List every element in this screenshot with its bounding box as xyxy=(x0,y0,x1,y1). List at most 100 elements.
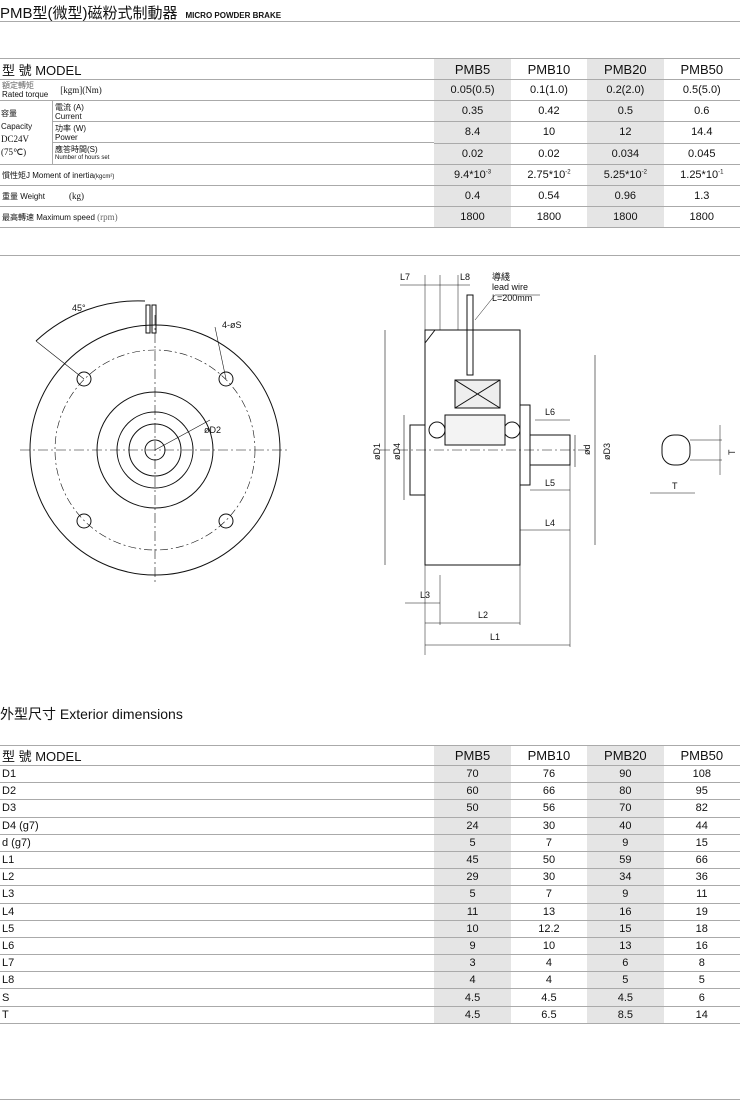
cell: 16 xyxy=(587,903,664,921)
unit: (kg) xyxy=(68,190,84,201)
cell: 13 xyxy=(510,903,588,921)
cell: 1800 xyxy=(663,206,740,228)
l6-label: L6 xyxy=(545,407,555,417)
dimension-drawing: 45° 4-øS øD2 L7 L8 導綫 lead wire L=200mm … xyxy=(20,271,737,655)
cell: 45 xyxy=(434,851,511,870)
row-label: L3 xyxy=(0,885,435,904)
label-en: Power xyxy=(55,133,78,142)
cell: 59 xyxy=(587,851,664,870)
response-label: 應答時間(S)Number of hours set xyxy=(53,143,434,164)
model-col: PMB20 xyxy=(587,58,664,80)
cell: 18 xyxy=(663,920,740,938)
cell: 9 xyxy=(587,834,664,852)
cell: 1.3 xyxy=(663,185,740,207)
cell: 10 xyxy=(510,937,588,956)
cell: 3 xyxy=(434,954,511,973)
cell: 9.4*10-3 xyxy=(434,164,511,186)
cell: 1800 xyxy=(434,206,511,228)
cell: 2.75*10-2 xyxy=(510,164,588,186)
cell: 0.42 xyxy=(510,100,588,123)
cell: 6 xyxy=(663,988,740,1007)
cell: 0.045 xyxy=(663,143,740,166)
divider xyxy=(0,21,740,22)
title-en: MICRO POWDER BRAKE xyxy=(185,11,282,20)
exponent: -2 xyxy=(641,169,647,176)
cell: 0.5 xyxy=(587,100,664,123)
cell: 9 xyxy=(587,885,664,904)
row-label: L1 xyxy=(0,851,435,870)
cell: 8.5 xyxy=(587,1006,664,1024)
cell: 1800 xyxy=(510,206,588,228)
wire-label-en: lead wire xyxy=(492,282,528,292)
cell: 4.5 xyxy=(434,988,511,1007)
unit: [kgm](Nm) xyxy=(60,85,102,95)
title-zh: PMB型(微型)磁粉式制動器 xyxy=(0,5,178,22)
row-label: L4 xyxy=(0,903,435,921)
angle-label: 45° xyxy=(72,303,86,313)
row-label: T xyxy=(0,1006,435,1024)
cell: 4.5 xyxy=(434,1006,511,1024)
cell: 4.5 xyxy=(587,988,664,1007)
t-label-horizontal: T xyxy=(672,481,678,491)
cell: 0.02 xyxy=(510,143,588,166)
cell: 11 xyxy=(663,885,740,904)
cell: 9 xyxy=(434,937,511,956)
row-label: 最高轉速 Maximum speed (rpm) xyxy=(0,206,435,228)
model-col: PMB50 xyxy=(663,58,740,80)
exponent: -1 xyxy=(718,169,724,176)
cell: 66 xyxy=(510,782,588,801)
row-label: 慣性矩J Moment of inertia(kgcm²) xyxy=(0,164,435,186)
model-col: PMB10 xyxy=(510,745,588,766)
cell: 95 xyxy=(663,782,740,801)
cell: 0.034 xyxy=(587,143,664,166)
voltage: DC24V xyxy=(1,134,30,144)
cell: 0.2(2.0) xyxy=(587,79,664,101)
l8-label: L8 xyxy=(460,272,470,282)
cell: 30 xyxy=(510,868,588,887)
model-col: PMB5 xyxy=(434,745,511,766)
cell: 7 xyxy=(510,885,588,904)
cell: 90 xyxy=(587,765,664,784)
row-label: 重量 Weight (kg) xyxy=(0,185,435,207)
label-zh: 電流 (A) xyxy=(55,103,84,112)
side-view xyxy=(380,275,722,655)
divider xyxy=(0,1099,740,1100)
d2-label: øD2 xyxy=(204,425,221,435)
cell: 10 xyxy=(434,920,511,938)
label: 最高轉速 Maximum speed xyxy=(2,212,95,222)
mantissa: 2.75*10 xyxy=(527,169,566,181)
model-header: 型 號 MODEL xyxy=(0,58,435,80)
label: 重量 Weight xyxy=(2,191,45,201)
holes-label: 4-øS xyxy=(222,320,242,330)
current-label: 電流 (A)Current xyxy=(53,101,435,122)
cell: 15 xyxy=(663,834,740,852)
page-title: PMB型(微型)磁粉式制動器 MICRO POWDER BRAKE xyxy=(0,2,281,23)
row-label: D4 (g7) xyxy=(0,817,435,835)
cell: 0.96 xyxy=(587,185,664,207)
cell: 66 xyxy=(663,851,740,870)
row-label: S xyxy=(0,988,435,1007)
row-label: L6 xyxy=(0,937,435,956)
cell: 24 xyxy=(434,817,511,835)
cell: 44 xyxy=(663,817,740,835)
d-label: ød xyxy=(582,444,592,455)
cell: 70 xyxy=(434,765,511,784)
d1-label: øD1 xyxy=(372,443,382,460)
cell: 0.5(5.0) xyxy=(663,79,740,101)
cell: 8.4 xyxy=(434,121,511,144)
exponent: -3 xyxy=(485,169,492,176)
